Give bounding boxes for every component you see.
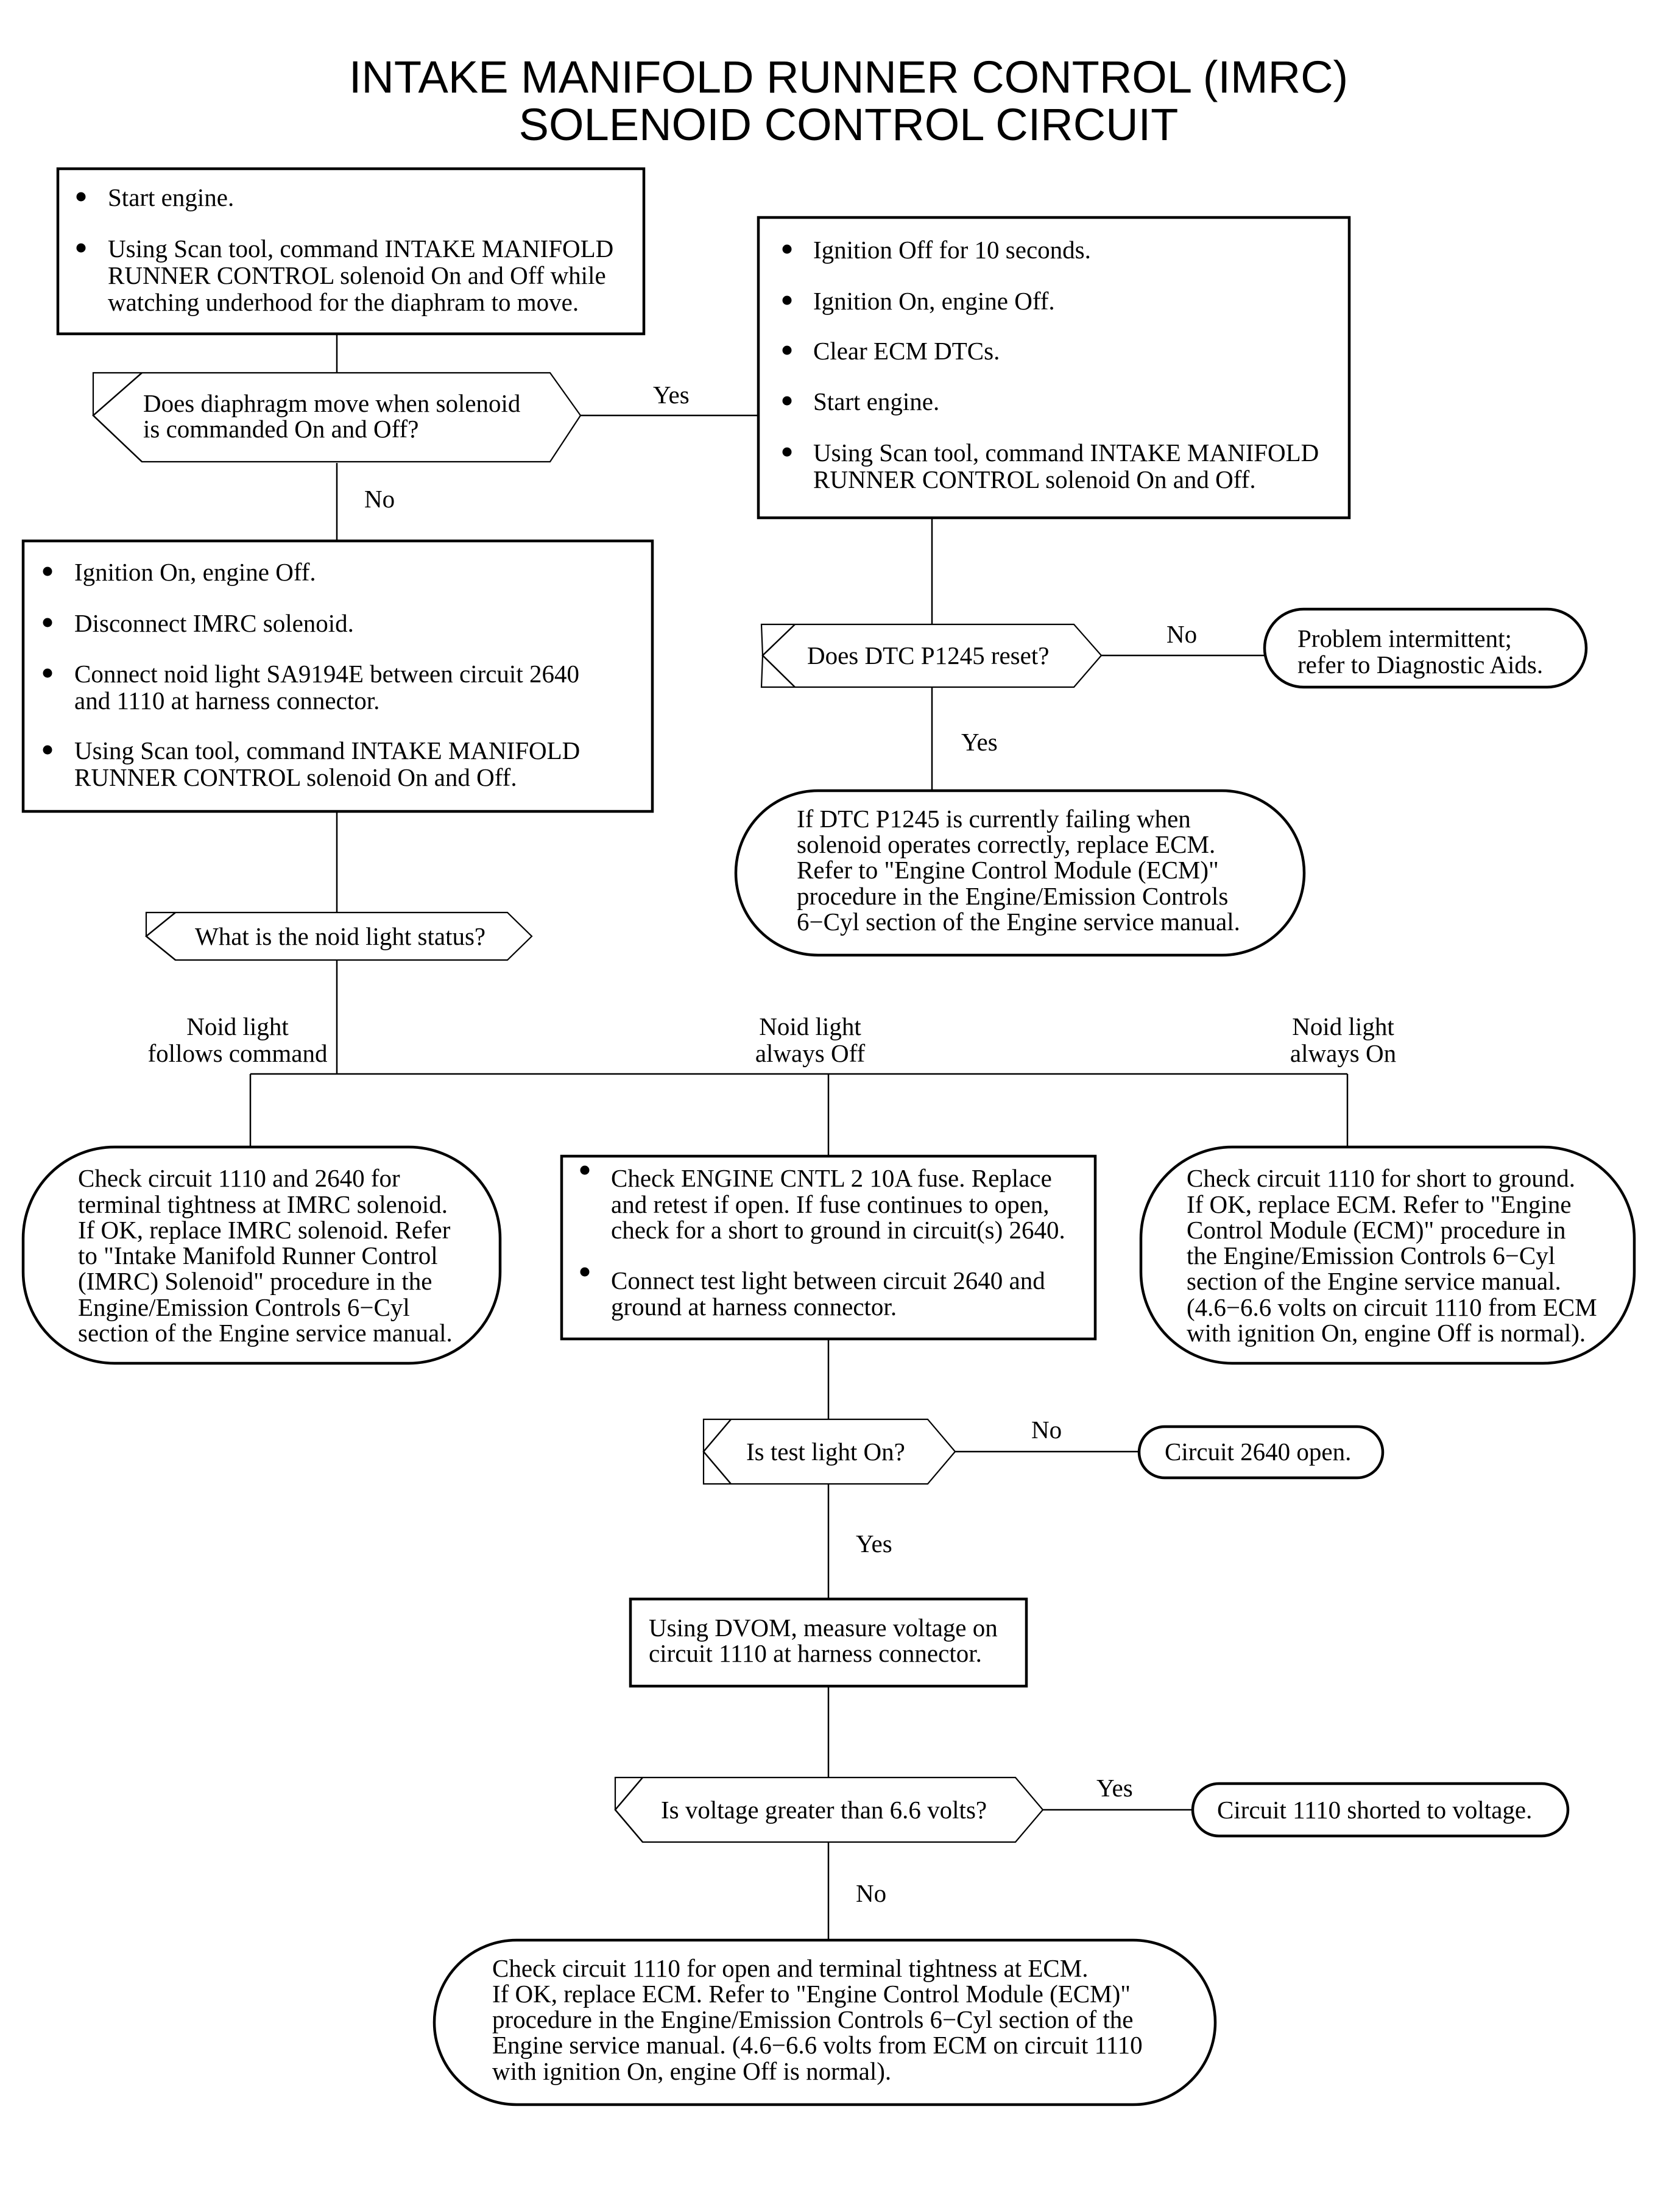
svg-text:section of the Engine service: section of the Engine service manual. — [1187, 1267, 1561, 1295]
svg-text:to "Intake Manifold Runner Con: to "Intake Manifold Runner Control — [78, 1241, 438, 1269]
svg-text:6−Cyl section of the Engine se: 6−Cyl section of the Engine service manu… — [797, 908, 1240, 936]
svg-text:Ignition On, engine Off.: Ignition On, engine Off. — [813, 287, 1055, 315]
q3-on-line-1: Noid light — [1292, 1012, 1394, 1040]
step-clear-dtcs-box: Ignition Off for 10 seconds. Ignition On… — [757, 216, 1351, 520]
svg-text:Does DTC P1245 reset?: Does DTC P1245 reset? — [807, 641, 1049, 669]
q4-no-label: No — [1031, 1416, 1062, 1444]
svg-text:Connect noid light SA9194E bet: Connect noid light SA9194E between circu… — [74, 660, 579, 688]
svg-text:Check circuit 1110 for short t: Check circuit 1110 for short to ground. — [1187, 1164, 1575, 1192]
svg-text:Engine/Emission Controls 6−Cyl: Engine/Emission Controls 6−Cyl — [78, 1293, 410, 1321]
svg-text:the Engine/Emission Controls 6: the Engine/Emission Controls 6−Cyl — [1187, 1241, 1555, 1269]
svg-text:RUNNER CONTROL solenoid On and: RUNNER CONTROL solenoid On and Off. — [813, 465, 1256, 493]
q3-follows-line-2: follows command — [148, 1039, 328, 1067]
svg-text:(4.6−6.6 volts on circuit 1110: (4.6−6.6 volts on circuit 1110 from ECM — [1187, 1293, 1597, 1321]
svg-text:check for a short to ground in: check for a short to ground in circuit(s… — [611, 1216, 1065, 1244]
svg-text:and retest if open. If fuse co: and retest if open. If fuse continues to… — [611, 1190, 1050, 1218]
svg-text:Connect test light between cir: Connect test light between circuit 2640 … — [611, 1266, 1045, 1294]
svg-text:If OK, replace ECM. Refer to ": If OK, replace ECM. Refer to "Engine Con… — [492, 1980, 1131, 2008]
step-noid-light-box: Ignition On, engine Off. Disconnect IMRC… — [21, 539, 654, 813]
svg-text:refer to Diagnostic Aids.: refer to Diagnostic Aids. — [1297, 651, 1543, 679]
svg-text:If DTC P1245 is currently fail: If DTC P1245 is currently failing when — [797, 805, 1191, 833]
svg-text:section of the Engine service: section of the Engine service manual. — [78, 1319, 453, 1347]
svg-text:Is voltage greater than 6.6 vo: Is voltage greater than 6.6 volts? — [661, 1796, 987, 1824]
svg-text:Does diaphragm move when solen: Does diaphragm move when solenoid — [143, 389, 520, 417]
decision-diaphragm-moves: Does diaphragm move when solenoid is com… — [92, 372, 582, 463]
result-check-short-to-ground: Check circuit 1110 for short to ground. … — [1139, 1145, 1636, 1365]
step-start-engine-box: Start engine. Using Scan tool, command I… — [56, 167, 646, 336]
svg-text:Is test light On?: Is test light On? — [746, 1438, 905, 1466]
q2-yes-label: Yes — [961, 728, 998, 756]
decision-dtc-reset: Does DTC P1245 reset? — [760, 623, 1103, 688]
q2-no-label: No — [1166, 620, 1197, 648]
svg-text:Disconnect IMRC solenoid.: Disconnect IMRC solenoid. — [74, 609, 354, 637]
result-circuit-2640-open: Circuit 2640 open. — [1137, 1425, 1385, 1480]
svg-text:Using Scan tool, command INTAK: Using Scan tool, command INTAKE MANIFOLD — [813, 439, 1319, 467]
connector-lines — [249, 334, 1349, 1940]
svg-text:procedure in the Engine/Emissi: procedure in the Engine/Emission Control… — [492, 2005, 1134, 2033]
result-circuit-1110-shorted: Circuit 1110 shorted to voltage. — [1191, 1782, 1570, 1838]
svg-text:If OK, replace ECM. Refer to ": If OK, replace ECM. Refer to "Engine — [1187, 1190, 1572, 1218]
svg-text:RUNNER CONTROL solenoid On and: RUNNER CONTROL solenoid On and Off. — [74, 763, 517, 791]
svg-text:RUNNER CONTROL solenoid On and: RUNNER CONTROL solenoid On and Off while — [108, 261, 606, 289]
svg-text:Start engine.: Start engine. — [813, 387, 939, 415]
decision-test-light-on: Is test light On? — [702, 1418, 956, 1485]
step-check-fuse-box: Check ENGINE CNTL 2 10A fuse. Replace an… — [560, 1154, 1097, 1341]
svg-text:Control Module (ECM)" procedur: Control Module (ECM)" procedure in — [1187, 1216, 1566, 1244]
svg-text:Check circuit 1110 and 2640 fo: Check circuit 1110 and 2640 for — [78, 1164, 400, 1192]
svg-text:Using DVOM, measure voltage on: Using DVOM, measure voltage on — [649, 1614, 998, 1642]
q3-on-line-2: always On — [1290, 1039, 1396, 1067]
svg-text:Ignition On, engine Off.: Ignition On, engine Off. — [74, 558, 316, 586]
q3-off-line-2: always Off — [755, 1039, 866, 1067]
svg-text:with ignition On, engine Off i: with ignition On, engine Off is normal). — [1187, 1319, 1586, 1347]
svg-text:Problem intermittent;: Problem intermittent; — [1297, 624, 1512, 652]
title-line-1: INTAKE MANIFOLD RUNNER CONTROL (IMRC) — [349, 52, 1348, 102]
q4-yes-label: Yes — [856, 1530, 892, 1558]
svg-text:What is the noid light status?: What is the noid light status? — [195, 922, 485, 950]
q5-no-label: No — [856, 1879, 886, 1907]
decision-voltage-greater: Is voltage greater than 6.6 volts? — [614, 1776, 1044, 1843]
svg-text:with ignition On, engine Off i: with ignition On, engine Off is normal). — [492, 2057, 891, 2085]
q5-yes-label: Yes — [1096, 1774, 1133, 1802]
svg-text:Clear ECM DTCs.: Clear ECM DTCs. — [813, 337, 1000, 365]
title-line-2: SOLENOID CONTROL CIRCUIT — [519, 99, 1179, 150]
svg-text:Using Scan tool, command INTAK: Using Scan tool, command INTAKE MANIFOLD — [108, 235, 613, 263]
svg-text:If OK, replace IMRC solenoid.: If OK, replace IMRC solenoid. Refer — [78, 1216, 451, 1244]
svg-text:(IMRC) Solenoid" procedure in: (IMRC) Solenoid" procedure in the — [78, 1267, 432, 1295]
svg-text:terminal tightness at IMRC sol: terminal tightness at IMRC solenoid. — [78, 1190, 448, 1218]
q1-yes-label: Yes — [653, 381, 690, 409]
svg-text:ground at harness connector.: ground at harness connector. — [611, 1293, 897, 1321]
svg-text:Using Scan tool, command INTAK: Using Scan tool, command INTAKE MANIFOLD — [74, 736, 580, 764]
svg-text:Start engine.: Start engine. — [108, 183, 234, 211]
svg-text:Circuit 1110 shorted to voltag: Circuit 1110 shorted to voltage. — [1217, 1796, 1532, 1824]
step-measure-voltage-box: Using DVOM, measure voltage on circuit 1… — [629, 1597, 1028, 1688]
result-problem-intermittent: Problem intermittent; refer to Diagnosti… — [1263, 607, 1588, 689]
svg-text:watching underhood for the dia: watching underhood for the diaphram to m… — [108, 288, 579, 316]
svg-text:is commanded On and Off?: is commanded On and Off? — [143, 415, 418, 443]
result-check-open-at-ecm: Check circuit 1110 for open and terminal… — [432, 1938, 1217, 2106]
decision-noid-light-status: What is the noid light status? — [145, 911, 533, 961]
svg-text:procedure in the Engine/Emissi: procedure in the Engine/Emission Control… — [797, 882, 1228, 910]
svg-text:Engine service manual. (4.6−6.: Engine service manual. (4.6−6.6 volts fr… — [492, 2031, 1143, 2059]
svg-text:solenoid operates correctly, r: solenoid operates correctly, replace ECM… — [797, 830, 1215, 858]
result-check-solenoid-terminals: Check circuit 1110 and 2640 for terminal… — [21, 1145, 502, 1365]
svg-text:circuit 1110 at harness connec: circuit 1110 at harness connector. — [649, 1639, 982, 1667]
svg-text:Ignition Off for 10 seconds.: Ignition Off for 10 seconds. — [813, 236, 1091, 264]
q3-off-line-1: Noid light — [759, 1012, 861, 1040]
svg-text:Check ENGINE CNTL 2 10A fuse.: Check ENGINE CNTL 2 10A fuse. Replace — [611, 1164, 1052, 1192]
svg-text:Circuit 2640 open.: Circuit 2640 open. — [1165, 1438, 1351, 1466]
result-replace-ecm: If DTC P1245 is currently failing when s… — [734, 789, 1306, 957]
svg-text:and 1110 at harness connector.: and 1110 at harness connector. — [74, 687, 379, 715]
svg-text:Check circuit 1110 for open an: Check circuit 1110 for open and terminal… — [492, 1954, 1088, 1982]
svg-text:Refer to "Engine Control Modul: Refer to "Engine Control Module (ECM)" — [797, 856, 1219, 884]
q1-no-label: No — [364, 485, 395, 513]
q3-follows-line-1: Noid light — [186, 1012, 289, 1040]
